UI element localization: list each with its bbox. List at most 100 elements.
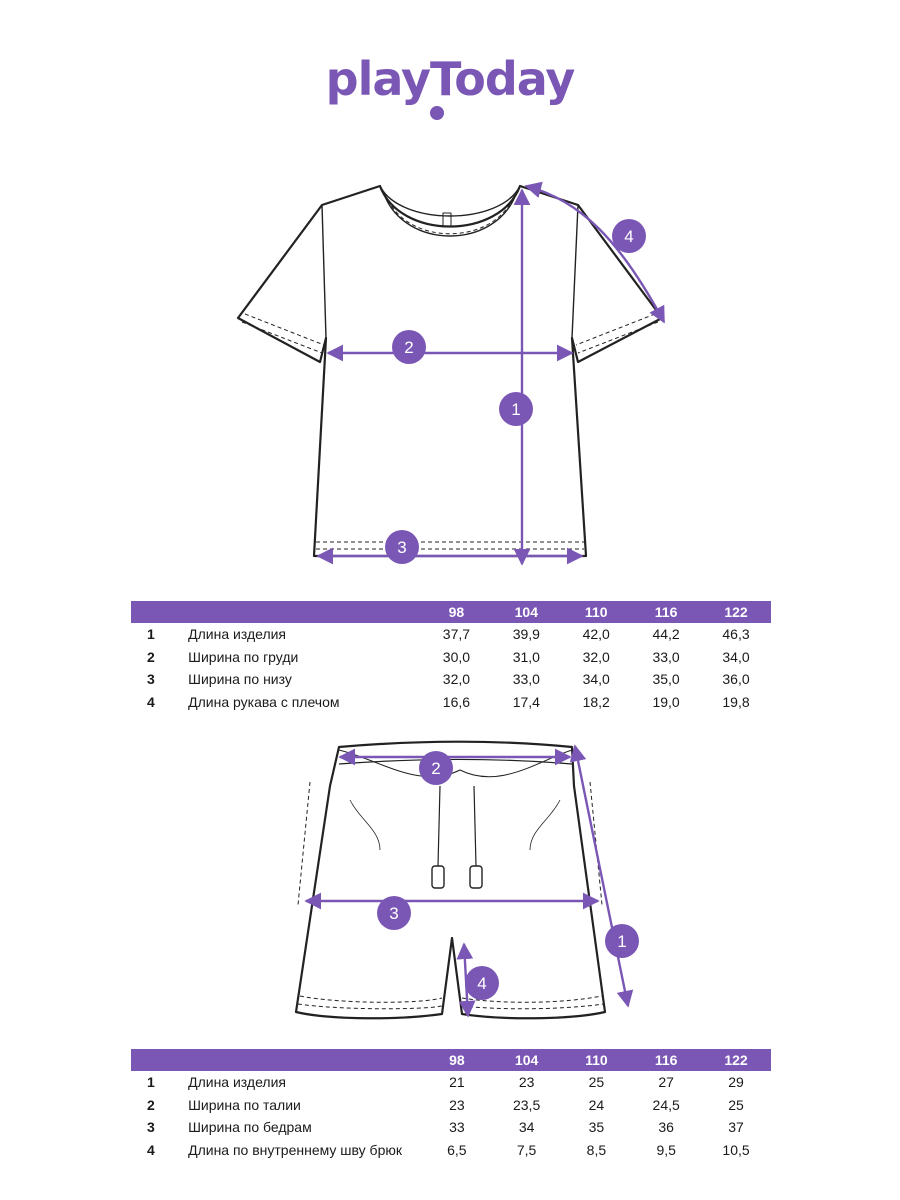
- cell-value: 42,0: [582, 626, 610, 643]
- cell-value: 7,5: [516, 1141, 537, 1158]
- svg-text:3: 3: [389, 904, 398, 923]
- cell-value: 23: [518, 1074, 535, 1091]
- badge-3: 3: [377, 896, 411, 930]
- row-label: Ширина по талии: [188, 1096, 301, 1113]
- svg-text:4: 4: [477, 974, 486, 993]
- cell-value: 27: [658, 1074, 674, 1091]
- row-label: Длина по внутреннему шву брюк: [188, 1141, 402, 1158]
- table-row: 4 Длина по внутреннему шву брюк 6,5 7,5 …: [131, 1139, 771, 1162]
- cell-value: 35: [588, 1119, 605, 1136]
- brand-logo: playToday: [0, 52, 900, 106]
- row-label: Длина изделия: [188, 1074, 286, 1091]
- badge-3: 3: [385, 530, 419, 564]
- cell-value: 16,6: [442, 693, 471, 710]
- badge-2: 2: [392, 330, 426, 364]
- row-label: Длина рукава с плечом: [188, 693, 340, 710]
- cell-value: 37,7: [442, 626, 471, 643]
- cell-value: 18,2: [582, 693, 610, 710]
- cell-value: 32,0: [442, 671, 471, 688]
- size-header: 110: [584, 604, 608, 620]
- cell-value: 19,0: [652, 693, 680, 710]
- cell-value: 6,5: [447, 1141, 467, 1158]
- badge-4: 4: [612, 219, 646, 253]
- cell-value: 17,4: [512, 693, 540, 710]
- size-header: 98: [449, 1052, 465, 1068]
- table-row: 2 Ширина по груди 30,0 31,0 32,0 33,0 34…: [131, 646, 771, 669]
- row-label: Ширина по груди: [188, 648, 299, 665]
- size-header: 116: [654, 1052, 678, 1068]
- cell-value: 30,0: [442, 648, 471, 665]
- row-number: 2: [147, 1096, 155, 1113]
- row-label: Ширина по низу: [188, 671, 292, 688]
- size-header: 116: [654, 604, 678, 620]
- badge-2: 2: [419, 751, 453, 785]
- badge-1: 1: [499, 392, 533, 426]
- tshirt-drawing: 1 2 3 4: [236, 181, 666, 566]
- tshirt-measure-lines: [316, 181, 666, 566]
- cell-value: 44,2: [652, 626, 680, 643]
- row-number: 1: [147, 626, 155, 643]
- cell-value: 33,0: [512, 671, 540, 688]
- cell-value: 21: [449, 1074, 465, 1091]
- cell-value: 37: [728, 1119, 744, 1136]
- cell-value: 24: [588, 1096, 605, 1113]
- table-row: 3 Ширина по бедрам 33 34 35 36 37: [131, 1116, 771, 1139]
- shorts-outline: [294, 740, 607, 1020]
- cell-value: 23,5: [512, 1096, 541, 1113]
- cell-value: 32,0: [582, 648, 610, 665]
- row-label: Ширина по бедрам: [188, 1119, 312, 1136]
- tshirt-outline: [236, 184, 664, 558]
- table-header-row: 98 104 110 116 122: [131, 601, 771, 623]
- row-number: 4: [147, 1141, 155, 1158]
- size-header: 122: [724, 1052, 748, 1068]
- cell-value: 25: [728, 1096, 744, 1113]
- row-label: Длина изделия: [188, 626, 287, 643]
- table-row: 2 Ширина по талии 23 23,5 24 24,5 25: [131, 1094, 771, 1117]
- table-row: 3 Ширина по низу 32,0 33,0 34,0 35,0 36,…: [131, 668, 771, 691]
- cell-value: 33,0: [652, 648, 680, 665]
- cell-value: 35,0: [652, 671, 680, 688]
- cell-value: 36: [658, 1119, 674, 1136]
- cell-value: 34,0: [582, 671, 610, 688]
- table-header-row: 98 104 110 116 122: [131, 1049, 771, 1071]
- tshirt-size-table: 98 104 110 116 122 1 Длина изделия 37,7 …: [131, 601, 771, 713]
- cell-value: 39,9: [512, 626, 540, 643]
- badge-1: 1: [605, 924, 639, 958]
- cell-value: 19,8: [722, 693, 750, 710]
- table-row: 1 Длина изделия 21 23 25 27 29: [131, 1071, 771, 1094]
- size-header: 104: [514, 1052, 539, 1068]
- svg-text:2: 2: [431, 759, 440, 778]
- size-header: 122: [724, 604, 748, 620]
- cell-value: 23: [449, 1096, 465, 1113]
- svg-text:2: 2: [404, 338, 413, 357]
- size-header: 104: [514, 604, 538, 620]
- cell-value: 24,5: [652, 1096, 680, 1113]
- cell-value: 25: [588, 1074, 605, 1091]
- svg-text:1: 1: [511, 400, 520, 419]
- logo-text: playToday: [325, 52, 576, 106]
- svg-text:4: 4: [624, 227, 633, 246]
- cell-value: 8,5: [586, 1141, 607, 1158]
- table-row: 4 Длина рукава с плечом 16,6 17,4 18,2 1…: [131, 691, 771, 714]
- cell-value: 36,0: [722, 671, 750, 688]
- size-header: 98: [448, 604, 465, 620]
- cell-value: 46,3: [722, 626, 750, 643]
- shorts-drawing: 1 2 3 4: [294, 740, 639, 1020]
- row-number: 3: [147, 671, 155, 688]
- row-number: 3: [147, 1119, 155, 1136]
- cell-value: 9,5: [656, 1141, 676, 1158]
- row-number: 1: [147, 1074, 155, 1091]
- cell-value: 10,5: [722, 1141, 750, 1158]
- badge-4: 4: [465, 966, 499, 1000]
- cell-value: 31,0: [512, 648, 540, 665]
- row-number: 2: [147, 648, 155, 665]
- svg-text:3: 3: [397, 538, 406, 557]
- logo-dot: [430, 106, 444, 120]
- table-row: 1 Длина изделия 37,7 39,9 42,0 44,2 46,3: [131, 623, 771, 646]
- row-number: 4: [147, 693, 155, 710]
- shorts-size-table: 98 104 110 116 122 1 Длина изделия 21 23…: [131, 1049, 771, 1161]
- cell-value: 33: [449, 1119, 465, 1136]
- cell-value: 29: [728, 1074, 744, 1091]
- cell-value: 34: [518, 1119, 535, 1136]
- svg-text:1: 1: [617, 932, 626, 951]
